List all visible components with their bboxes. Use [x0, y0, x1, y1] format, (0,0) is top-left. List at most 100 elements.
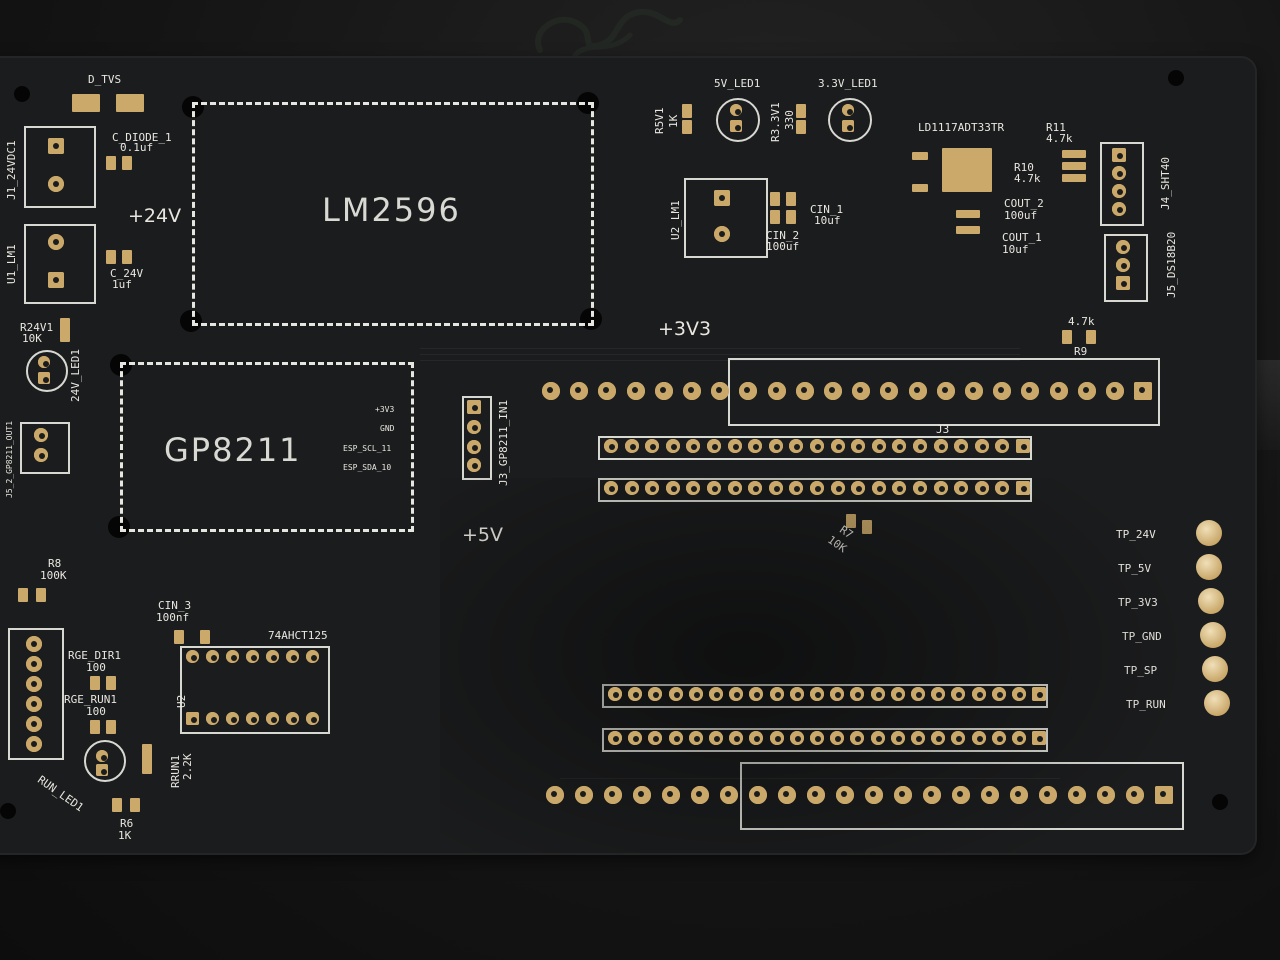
- rge-run1-label: RGE_RUN1: [64, 693, 117, 706]
- tp-label: TP_RUN: [1126, 698, 1166, 711]
- mount-hole: [0, 803, 16, 819]
- header-pin-pad: [546, 786, 564, 804]
- header-pin-pad: [1049, 382, 1068, 400]
- header-pin-pad: [707, 481, 721, 495]
- mount-hole: [1212, 794, 1228, 810]
- c-diode-label: C_DIODE_1: [112, 131, 172, 144]
- header-pin-pad: [768, 481, 783, 495]
- ld1117-chip: [942, 148, 992, 192]
- header-pin-pad: [971, 687, 986, 701]
- header-pin-pad: [851, 481, 866, 495]
- header-pin-pad: [830, 481, 845, 495]
- header-pin-pad: [995, 439, 1010, 453]
- header-pin-pad: [995, 481, 1010, 495]
- header-pin-pad: [624, 481, 639, 495]
- header-pin-pad: [769, 731, 784, 745]
- cout1-label: COUT_1: [1002, 231, 1042, 244]
- cout2-label: COUT_2: [1004, 197, 1044, 210]
- ic-74ahct125: [180, 646, 330, 734]
- header-pin-pad: [1016, 481, 1030, 495]
- mat-logo: [535, 8, 683, 58]
- cin2-label: CIN_2: [766, 229, 800, 242]
- testpoint-pad: [1196, 520, 1222, 546]
- header-pin-pad: [810, 731, 824, 745]
- header-pin-pad: [645, 481, 660, 495]
- header-pin-pad: [913, 439, 927, 453]
- tp-label: TP_5V: [1118, 562, 1152, 575]
- header-pin-pad: [668, 731, 683, 745]
- cin1-label: CIN_1: [810, 203, 844, 216]
- ic-pin-pad: [286, 712, 299, 725]
- mount-hole: [14, 86, 30, 102]
- header-pin-pad: [575, 786, 593, 804]
- header-pin-pad: [1010, 786, 1028, 804]
- d-tvs-label: D_TVS: [88, 73, 122, 86]
- header-pin-pad: [665, 439, 680, 453]
- header-pin-pad: [933, 439, 948, 453]
- run-led-label: RUN_LED1: [35, 773, 86, 815]
- header-pin-pad: [807, 786, 825, 804]
- ic-pin-pad: [246, 712, 259, 725]
- r9-value: 4.7k: [1068, 315, 1095, 328]
- header-pin-pad: [604, 481, 618, 495]
- ic-pin-pad: [206, 650, 219, 663]
- led-24v-label: 24V_LED1: [69, 349, 82, 402]
- u2-label: U2: [175, 694, 188, 708]
- cin3-value: 100nf: [156, 611, 190, 624]
- header-pin-pad: [604, 786, 622, 804]
- header-lower-long: [740, 762, 1184, 830]
- header-pin-pad: [709, 731, 723, 745]
- rge-run1-value: 100: [86, 705, 106, 718]
- header-pin-pad: [1032, 731, 1047, 745]
- led-24v: [26, 350, 68, 392]
- header-pin-pad: [923, 786, 941, 804]
- c-diode-value: 0.1uf: [120, 141, 154, 154]
- mount-hole: [1168, 70, 1184, 86]
- r6-value: 1K: [118, 829, 132, 842]
- rge-dir1-value: 100: [86, 661, 106, 674]
- r5v1-label: R5V1: [653, 107, 666, 135]
- header-pin-pad: [665, 481, 680, 495]
- header-pin-pad: [951, 731, 966, 745]
- testpoint-pad: [1204, 690, 1230, 716]
- run-led: [84, 740, 126, 782]
- header-pin-pad: [1155, 786, 1173, 804]
- r3v3-value: 330: [783, 110, 796, 130]
- header-pin-pad: [892, 481, 907, 495]
- lm2596-outline: [192, 102, 594, 326]
- u1-label: U1_LM1: [5, 244, 18, 284]
- header-pin-pad: [810, 687, 824, 701]
- tp-label: TP_SP: [1124, 664, 1158, 677]
- rrun1-label: RRUN1: [169, 754, 182, 788]
- gp8211-outline: [120, 362, 414, 532]
- u2-lm1-label: U2_LM1: [669, 200, 682, 240]
- header-pin-pad: [850, 687, 865, 701]
- header-pin-pad: [727, 481, 742, 495]
- header-pin-pad: [880, 382, 899, 400]
- led-5v: [716, 98, 760, 142]
- header-pin-pad: [691, 786, 709, 804]
- header-pin-pad: [931, 731, 946, 745]
- header-pin-pad: [1012, 687, 1026, 701]
- header-pin-pad: [686, 481, 701, 495]
- header-pin-pad: [933, 481, 948, 495]
- header-pin-pad: [830, 731, 845, 745]
- ic-pin-pad: [286, 650, 299, 663]
- header-pin-pad: [654, 382, 673, 400]
- header-pin-pad: [720, 786, 738, 804]
- header-pin-pad: [810, 439, 824, 453]
- mount-hole: [108, 516, 130, 538]
- ic-pin-pad: [186, 650, 199, 663]
- header-pin-pad: [778, 786, 796, 804]
- header-pin-pad: [748, 439, 763, 453]
- testpoint-pad: [1200, 622, 1226, 648]
- header-pin-pad: [1032, 687, 1047, 701]
- r8-value: 100K: [40, 569, 67, 582]
- header-pin-pad: [707, 439, 721, 453]
- header-pin-pad: [729, 687, 744, 701]
- header-pin-pad: [908, 382, 927, 400]
- header-pin-pad: [1039, 786, 1057, 804]
- header-pin-pad: [648, 731, 663, 745]
- rrun1-value: 2.2K: [181, 753, 194, 781]
